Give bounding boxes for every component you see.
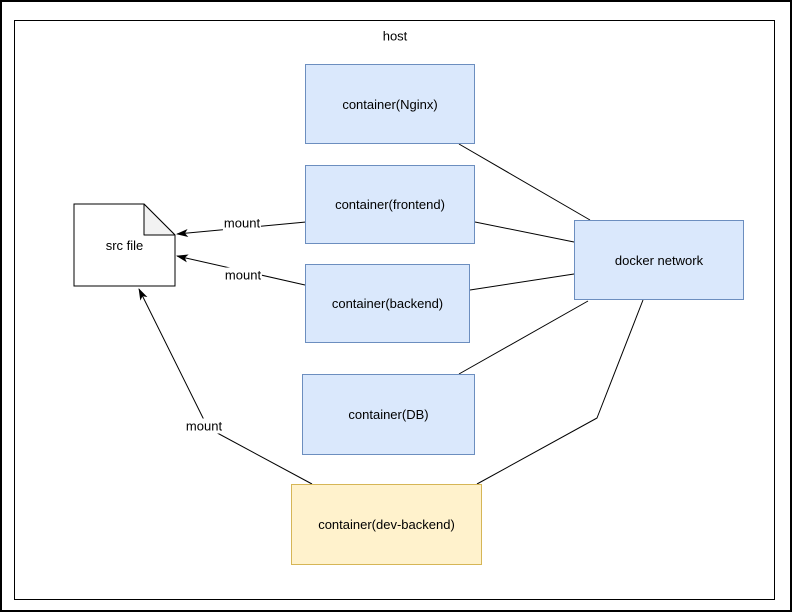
node-container-db: container(DB) bbox=[302, 374, 475, 455]
node-container-frontend: container(frontend) bbox=[305, 165, 475, 244]
host-label: host bbox=[380, 28, 410, 44]
mount-label-frontend: mount bbox=[222, 215, 262, 231]
node-container-nginx-label: container(Nginx) bbox=[342, 96, 438, 112]
mount-label-dev-backend: mount bbox=[184, 418, 224, 434]
node-container-backend-label: container(backend) bbox=[331, 296, 444, 311]
node-docker-network-label: docker network bbox=[614, 252, 704, 268]
mount-label-backend: mount bbox=[223, 267, 263, 283]
node-container-db-label: container(DB) bbox=[348, 407, 429, 422]
src-file-label: src file bbox=[105, 237, 144, 253]
node-container-dev-backend: container(dev-backend) bbox=[291, 484, 482, 565]
node-container-frontend-label: container(frontend) bbox=[335, 197, 445, 212]
node-docker-network: docker network bbox=[574, 220, 744, 300]
host-boundary bbox=[14, 20, 775, 600]
node-container-dev-backend-label: container(dev-backend) bbox=[318, 517, 455, 532]
node-container-backend: container(backend) bbox=[305, 264, 470, 343]
node-container-nginx: container(Nginx) bbox=[305, 64, 475, 144]
